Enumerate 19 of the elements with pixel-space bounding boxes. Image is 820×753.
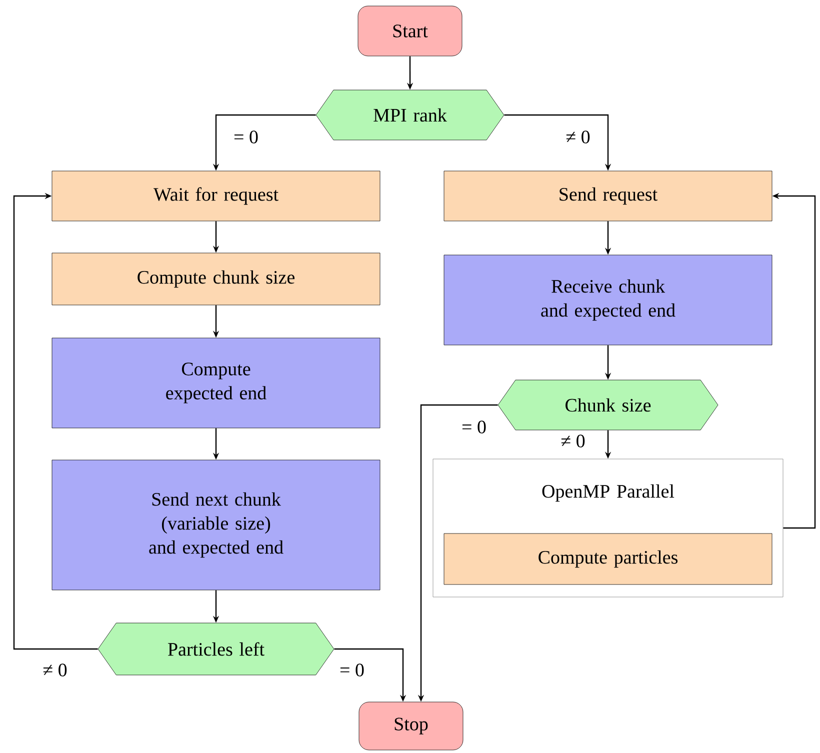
- process-box: Send request: [444, 170, 772, 222]
- process-box: Compute chunk size: [52, 252, 380, 306]
- edge-label: ≠ 0: [564, 130, 592, 144]
- edge-label: ≠ 0: [560, 434, 586, 448]
- edge-label: ≠ 0: [42, 662, 68, 678]
- edge-label: = 0: [460, 420, 488, 434]
- decision-hexagon: Chunk size: [498, 380, 718, 430]
- process-box: Compute expected end: [52, 338, 380, 428]
- process-box: Receive chunk and expected end: [444, 254, 772, 346]
- edge-label: = 0: [338, 662, 366, 678]
- terminal-box: Start: [358, 6, 462, 56]
- process-box: Wait for request: [52, 170, 380, 222]
- decision-hexagon: Particles left: [98, 622, 334, 676]
- arrow: [13, 192, 98, 650]
- terminal-box: Stop: [358, 702, 464, 750]
- decision-hexagon: MPI rank: [316, 90, 504, 140]
- process-box: Compute particles: [444, 533, 772, 585]
- edge-label: = 0: [232, 130, 260, 144]
- process-box: Send next chunk (variable size) and expected end: [52, 460, 380, 590]
